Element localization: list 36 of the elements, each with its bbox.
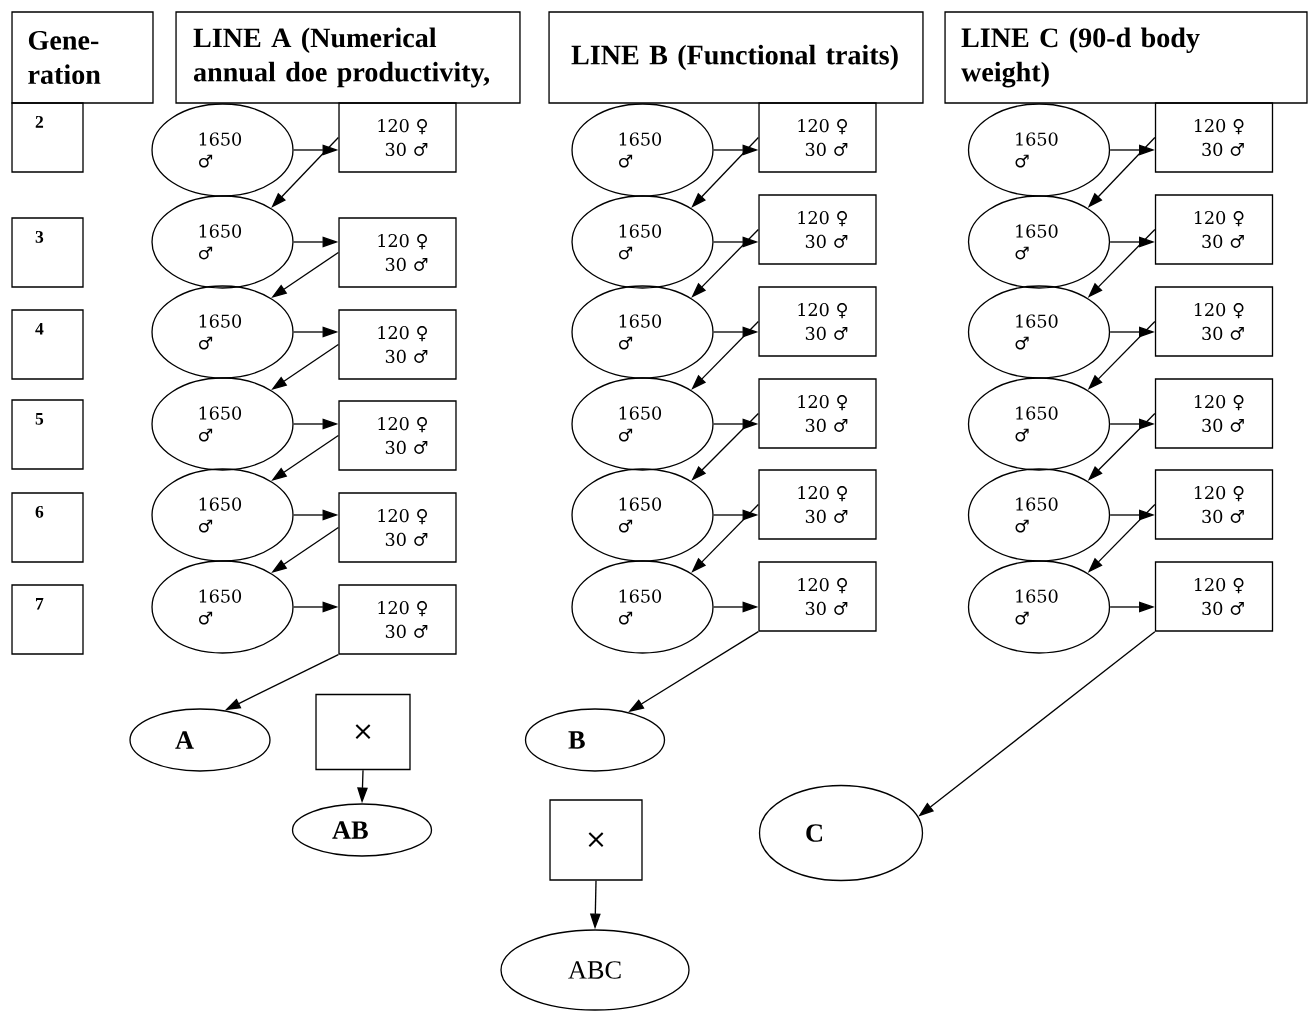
generation-box: 3 (11, 217, 84, 288)
header-box: Gene- ration (11, 11, 154, 104)
arrow (691, 320, 759, 390)
count-box: 120 ♀ 30 ♂ (338, 584, 457, 655)
generation-box: 4 (11, 309, 84, 380)
count-box: 120 ♀ 30 ♂ (1154, 102, 1274, 173)
arrow (691, 228, 759, 298)
generation-box: 2 (11, 102, 84, 173)
count-box: 120 ♀ 30 ♂ (758, 378, 877, 449)
header-box: LINE C (90-d body weight) (944, 11, 1308, 104)
count-box: 120 ♀ 30 ♂ (758, 102, 877, 173)
count-box: 120 ♀ 30 ♂ (1154, 378, 1274, 449)
header-box: LINE B (Functional traits) (548, 11, 924, 104)
count-box: 120 ♀ 30 ♂ (1154, 469, 1274, 540)
count-box: 120 ♀ 30 ♂ (338, 102, 457, 173)
count-box: 120 ♀ 30 ♂ (758, 469, 877, 540)
cross-box: × (315, 693, 411, 771)
count-box: 120 ♀ 30 ♂ (338, 492, 457, 563)
generation-box: 6 (11, 492, 84, 563)
generation-box: 7 (11, 584, 84, 655)
generation-box: 5 (11, 399, 84, 470)
arrow (691, 503, 759, 573)
count-box: 120 ♀ 30 ♂ (338, 400, 457, 471)
count-box: 120 ♀ 30 ♂ (1154, 194, 1274, 265)
arrow (691, 412, 759, 481)
header-box: LINE A (Numerical annual doe productivity, (175, 11, 521, 104)
count-box: 120 ♀ 30 ♂ (758, 561, 877, 632)
count-box: 120 ♀ 30 ♂ (338, 309, 457, 380)
count-box: 120 ♀ 30 ♂ (758, 286, 877, 357)
cross-box: × (549, 799, 643, 881)
arrow (691, 136, 759, 208)
arrow (271, 136, 340, 208)
count-box: 120 ♀ 30 ♂ (1154, 286, 1274, 357)
count-box: 120 ♀ 30 ♂ (758, 194, 877, 265)
count-box: 120 ♀ 30 ♂ (1154, 561, 1274, 632)
count-box: 120 ♀ 30 ♂ (338, 217, 457, 288)
